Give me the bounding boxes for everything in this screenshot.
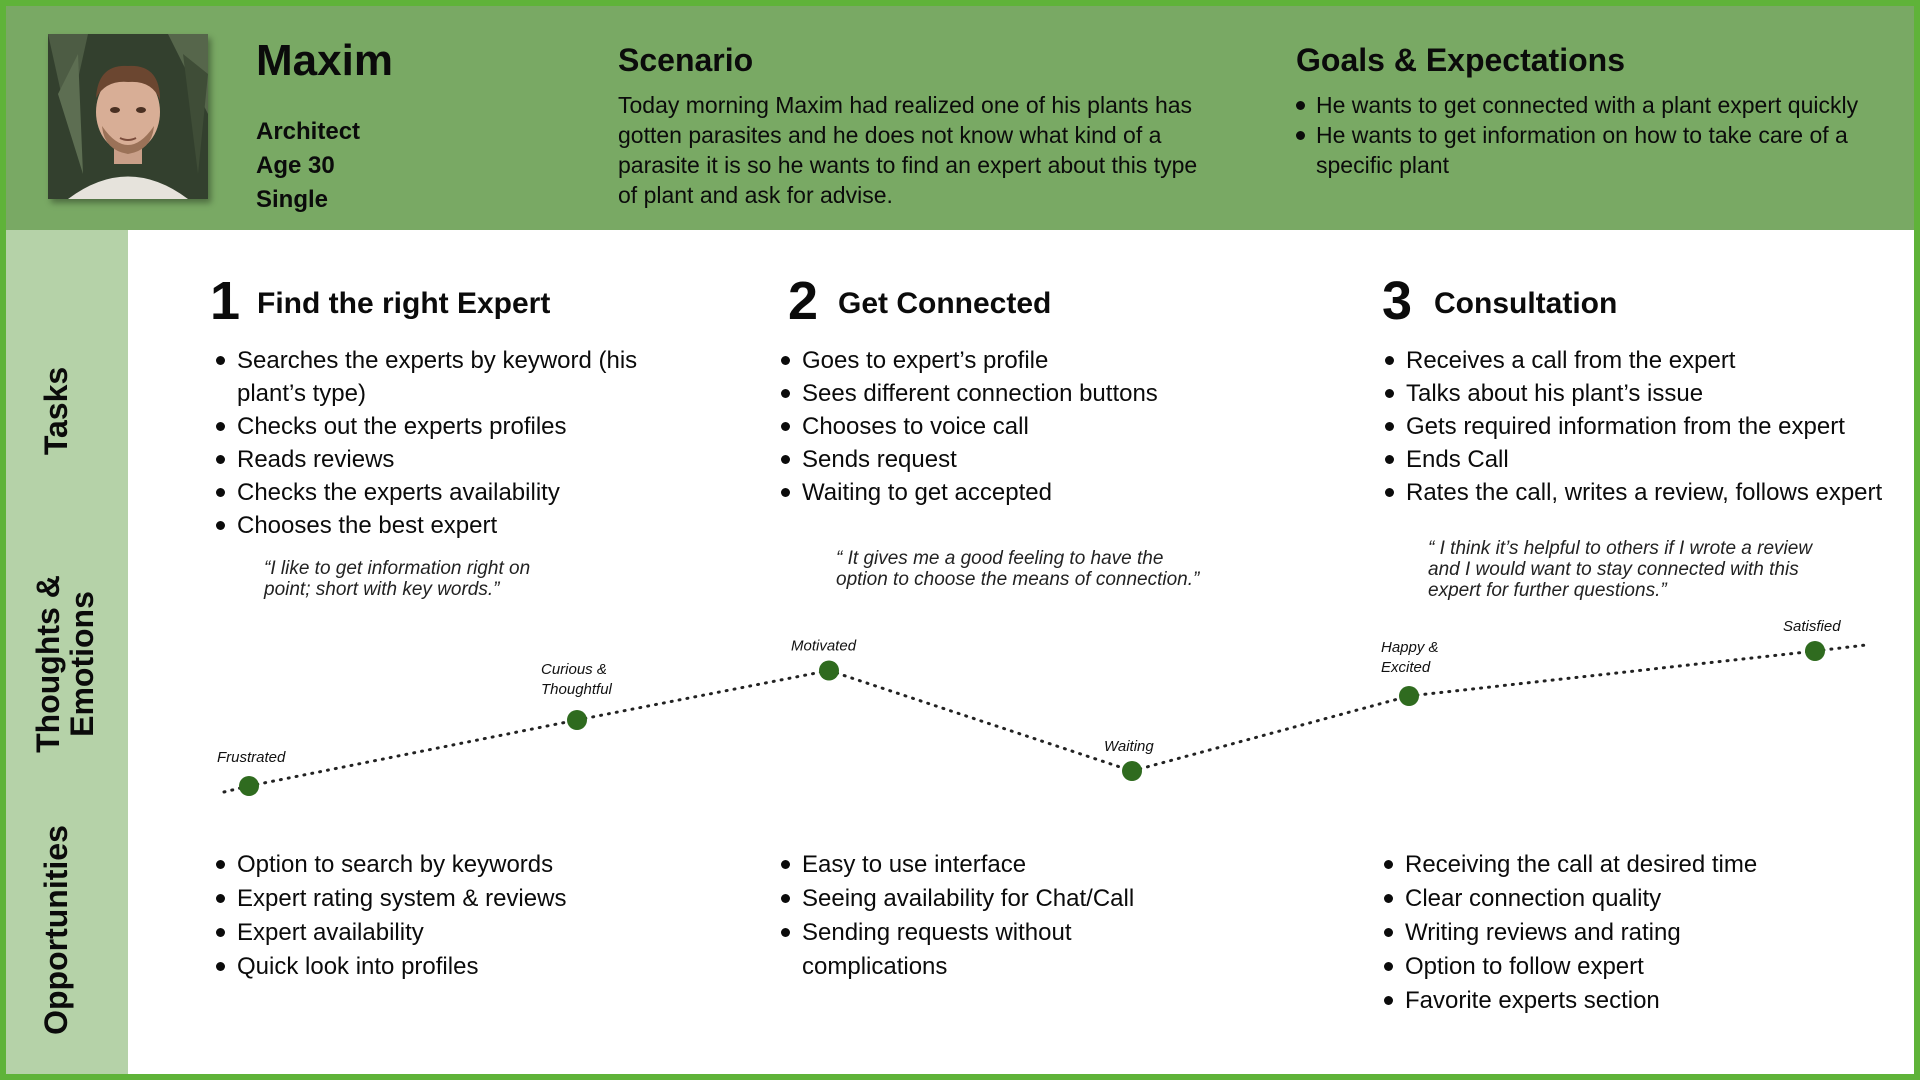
goals-list: He wants to get connected with a plant e… <box>1292 90 1892 180</box>
persona-occupation: Architect <box>256 118 361 145</box>
opportunity-item: Sending requests without complications <box>777 916 1177 984</box>
curve-segment <box>1130 694 1411 773</box>
emotion-point <box>1399 686 1419 706</box>
task-item: Reads reviews <box>212 443 652 476</box>
persona-age: Age 30 <box>256 152 335 179</box>
task-item: Checks the experts availability <box>212 476 652 509</box>
task-item: Rates the call, writes a review, follows… <box>1381 476 1914 509</box>
task-item: Talks about his plant’s issue <box>1381 377 1914 410</box>
emotion-curve: Frustrated Curious &Thoughtful MotivatedWa… <box>217 618 1868 796</box>
opportunity-item: Option to follow expert <box>1380 950 1780 984</box>
phase-2-opportunities: Easy to use interface Seeing availabilit… <box>777 848 1177 984</box>
phase-3-number: 3 <box>1382 271 1413 331</box>
emotion-point <box>567 710 587 730</box>
phase-2-title: Get Connected <box>838 287 1052 320</box>
opportunity-item: Option to search by keywords <box>212 848 652 882</box>
emotion-label: Waiting <box>1104 738 1154 755</box>
phase-3-tasks: Receives a call from the expert Talks ab… <box>1381 344 1914 509</box>
opportunity-item: Seeing availability for Chat/Call <box>777 882 1177 916</box>
opportunity-item: Expert rating system & reviews <box>212 882 652 916</box>
emotion-point <box>1122 761 1142 781</box>
scenario-title: Scenario <box>618 42 754 78</box>
phase-3-quote: “ I think it’s helpful to others if I wr… <box>1428 538 1813 601</box>
opportunity-item: Receiving the call at desired time <box>1380 848 1780 882</box>
opportunity-item: Easy to use interface <box>777 848 1177 882</box>
task-item: Goes to expert’s profile <box>777 344 1197 377</box>
emotion-label: Motivated <box>791 638 857 655</box>
persona-name: Maxim <box>256 36 393 85</box>
opportunity-item: Favorite experts section <box>1380 984 1780 1018</box>
phase-1-quote: “I like to get information right on poin… <box>264 558 531 600</box>
goals-title: Goals & Expectations <box>1296 42 1625 78</box>
phase-2-number: 2 <box>788 271 819 331</box>
row-label-sidebar: Tasks Thoughts & Emotions Opportunities <box>6 230 128 1074</box>
task-item: Chooses the best expert <box>212 509 652 542</box>
scenario-text: Today morning Maxim had realized one of … <box>618 92 1198 208</box>
phase-2-tasks: Goes to expert’s profile Sees different … <box>777 344 1197 509</box>
phase-1-tasks: Searches the experts by keyword (his pla… <box>212 344 652 542</box>
task-item: Gets required information from the exper… <box>1381 410 1914 443</box>
task-item: Waiting to get accepted <box>777 476 1197 509</box>
phase-3-opportunities: Receiving the call at desired time Clear… <box>1380 848 1780 1018</box>
task-item: Receives a call from the expert <box>1381 344 1914 377</box>
goal-item: He wants to get information on how to ta… <box>1292 120 1892 180</box>
phase-1-number: 1 <box>210 271 241 331</box>
opportunity-item: Quick look into profiles <box>212 950 652 984</box>
task-item: Ends Call <box>1381 443 1914 476</box>
emotion-point <box>819 660 839 681</box>
task-item: Checks out the experts profiles <box>212 410 652 443</box>
persona-photo <box>48 34 208 199</box>
opportunity-item: Expert availability <box>212 916 652 950</box>
emotion-label: Curious &Thoughtful <box>541 661 613 698</box>
emotion-point <box>1805 641 1825 661</box>
task-item: Sees different connection buttons <box>777 377 1197 410</box>
task-item: Sends request <box>777 443 1197 476</box>
emotion-point <box>239 776 259 796</box>
task-item: Searches the experts by keyword (his pla… <box>212 344 652 410</box>
curve-segment <box>247 718 579 788</box>
curve-segment <box>1407 649 1817 698</box>
phase-3-title: Consultation <box>1434 287 1618 320</box>
emotion-label: Satisfied <box>1783 618 1841 635</box>
curve-segment <box>827 669 1134 773</box>
opportunity-item: Writing reviews and rating <box>1380 916 1780 950</box>
goal-item: He wants to get connected with a plant e… <box>1292 90 1892 120</box>
persona-header: Maxim Architect Age 30 Single Scenario T… <box>6 6 1914 230</box>
opportunity-item: Clear connection quality <box>1380 882 1780 916</box>
phase-1-opportunities: Option to search by keywords Expert rati… <box>212 848 652 984</box>
persona-status: Single <box>256 186 329 213</box>
task-item: Chooses to voice call <box>777 410 1197 443</box>
phase-1-title: Find the right Expert <box>257 287 551 320</box>
curve-segment <box>575 669 831 722</box>
emotion-label: Frustrated <box>217 749 286 766</box>
emotion-label: Happy &Excited <box>1381 639 1439 676</box>
phase-2-quote: “ It gives me a good feeling to have the… <box>836 548 1200 590</box>
